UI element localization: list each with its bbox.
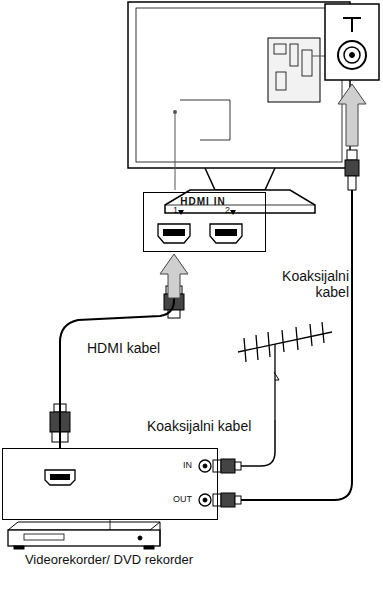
cable-label: Koaksijalni kabel xyxy=(146,418,252,434)
panel-heading: HDMI IN xyxy=(144,196,262,208)
cable-label: HDMI kabel xyxy=(86,340,161,356)
hdmi-input-panel: HDMI IN1 2 xyxy=(143,192,266,252)
antenna-socket xyxy=(325,4,379,80)
recorder-jacks xyxy=(45,460,211,506)
antenna xyxy=(238,322,332,420)
cable-label: Koaksijalni kabel xyxy=(262,268,350,300)
insert-arrow xyxy=(160,254,188,298)
port-number: 2 xyxy=(225,205,230,215)
recorder-panel: INOUTVideorekorder/ DVD rekorder xyxy=(2,448,218,520)
leader-dot xyxy=(173,110,177,114)
jack-label: OUT xyxy=(173,494,192,504)
device-caption: Videorekorder/ DVD rekorder xyxy=(1,553,217,568)
coax-plug xyxy=(345,150,359,190)
coax-cable xyxy=(240,190,352,500)
recorder-device xyxy=(8,520,160,549)
jack-label: IN xyxy=(183,460,192,470)
leader-line xyxy=(175,112,176,190)
tv-set xyxy=(128,2,350,213)
insert-arrow xyxy=(338,84,366,146)
port-number: 1 xyxy=(173,205,178,215)
leader-line xyxy=(312,56,325,57)
